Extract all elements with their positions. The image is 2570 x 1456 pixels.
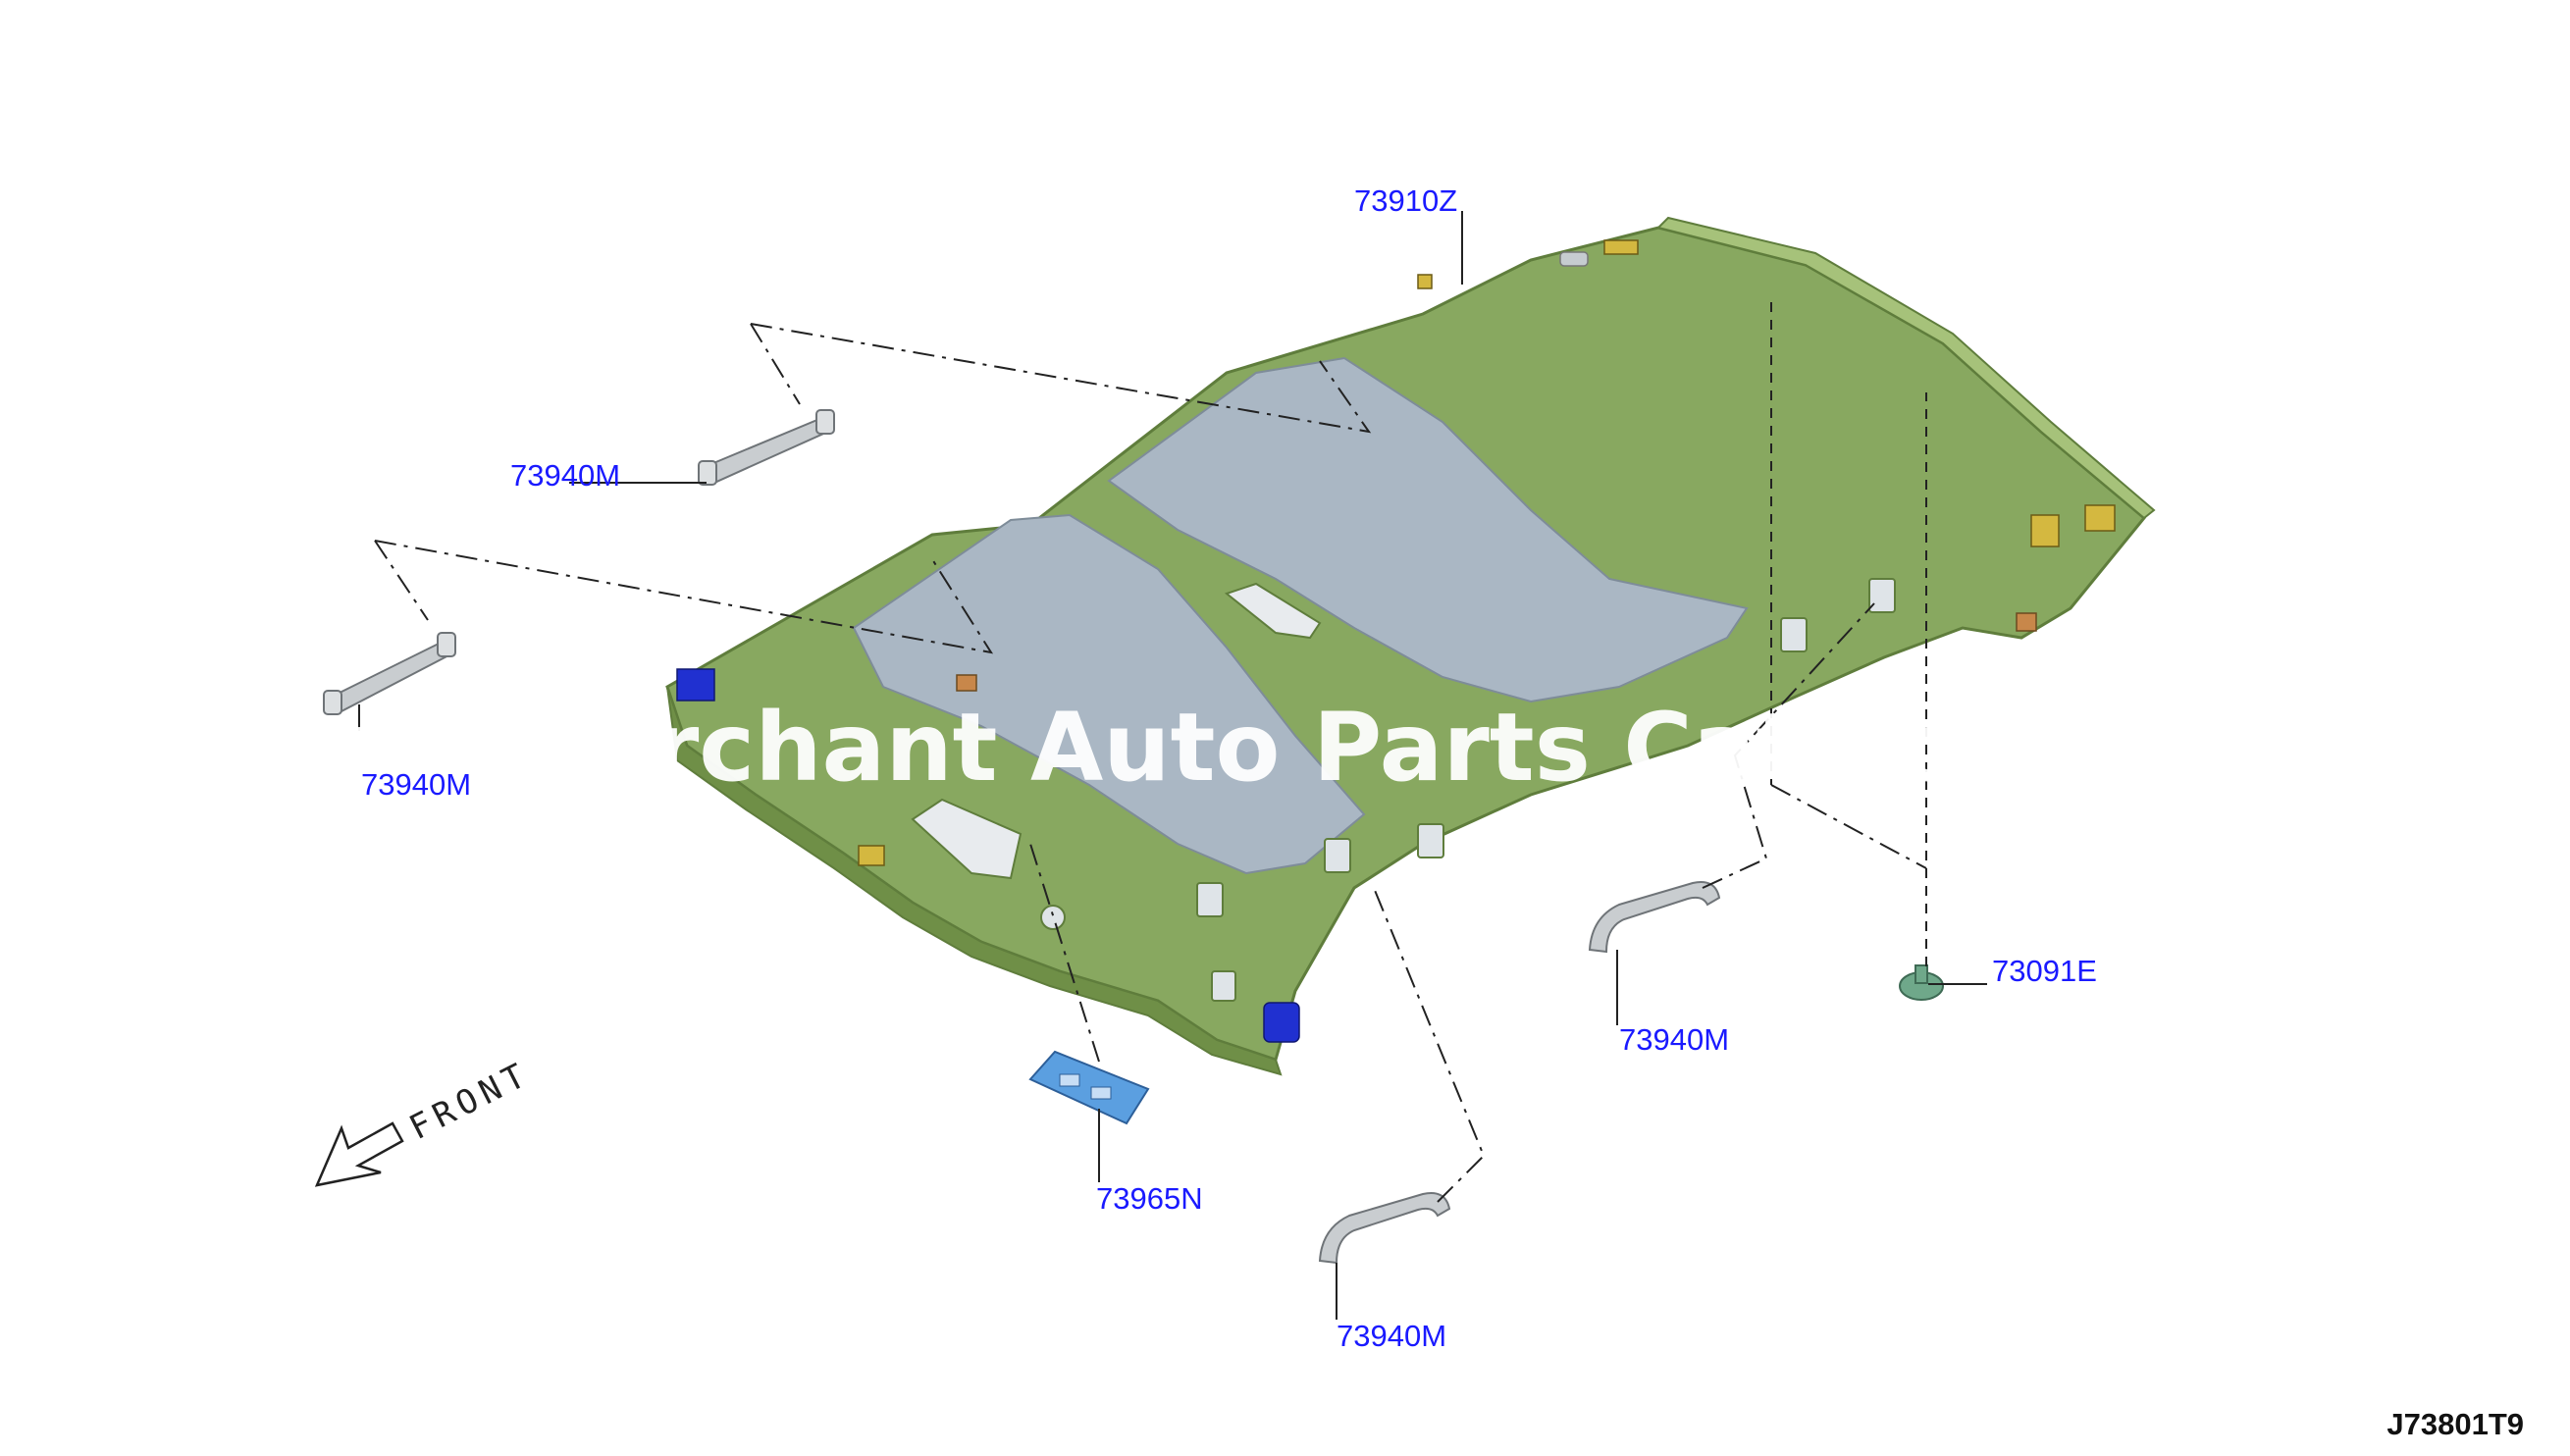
connector-yellow-4 — [1417, 274, 1433, 289]
drawing-code: J73801T9 — [2386, 1407, 2524, 1441]
dash-grip-front-left — [374, 540, 994, 654]
headlining[interactable] — [665, 216, 2156, 1076]
grip-recess-3 — [1417, 823, 1444, 858]
callout-grip-rear-right[interactable]: 73940M — [1619, 1022, 1729, 1057]
front-direction-indicator: FRONT — [314, 1054, 537, 1187]
connector-yellow-3 — [2084, 504, 2116, 532]
map-lamp-opening — [911, 798, 1023, 880]
connector-blue-1 — [676, 668, 715, 702]
dash-grip-front-left-b — [374, 540, 429, 621]
callout-clip[interactable]: 73091E — [1992, 954, 2097, 988]
grip-front-left-end-b — [437, 632, 456, 657]
holder-slot-b — [1090, 1086, 1112, 1100]
assist-grip-rear-right[interactable] — [1588, 881, 1721, 954]
grip-recess-5 — [1868, 578, 1896, 613]
grip-front-left-end-a — [323, 690, 342, 715]
callout-headlining[interactable]: 73910Z — [1354, 183, 1457, 218]
callout-grip-rear-left[interactable]: 73940M — [510, 458, 620, 493]
grip-recess-2 — [1324, 838, 1351, 873]
dash-clip-diagonal — [1770, 784, 1927, 869]
grip-rear-left-end-b — [815, 409, 835, 435]
connector-orange-1 — [2016, 612, 2037, 632]
dash-grip-rear-left — [750, 323, 1372, 434]
grip-rear-right-body — [1588, 881, 1721, 954]
clip-stem — [1914, 964, 1928, 984]
watermark: Nissan Merchant Auto Parts Catalog Partn… — [108, 693, 2461, 803]
assist-grip-front-right[interactable] — [1318, 1192, 1451, 1265]
callout-grip-front-left[interactable]: 73940M — [361, 767, 471, 802]
clip[interactable] — [1899, 964, 1944, 1001]
rear-roof-panel — [1107, 356, 1749, 703]
mounting-hole — [1040, 905, 1066, 930]
roof-center-slot — [1224, 582, 1322, 640]
grip-recess-1 — [1196, 882, 1224, 917]
dash-grip-rear-left-b — [750, 323, 801, 405]
grip-rear-left-body — [705, 415, 834, 485]
connector-orange-2 — [956, 674, 977, 692]
callout-grip-front-right[interactable]: 73940M — [1337, 1319, 1446, 1353]
grip-rear-left-end-a — [698, 460, 717, 486]
grip-recess-6 — [1211, 970, 1236, 1002]
grip-front-right-body — [1318, 1192, 1451, 1265]
holder-body — [1028, 1050, 1150, 1125]
holder[interactable] — [1028, 1050, 1150, 1125]
callout-holder[interactable]: 73965N — [1096, 1181, 1203, 1216]
assist-grip-front-left[interactable] — [323, 632, 456, 715]
connector-blue-2 — [1263, 1002, 1300, 1043]
grip-recess-4 — [1780, 617, 1808, 652]
assist-grip-rear-left[interactable] — [698, 409, 835, 486]
dash-grip-rear-right — [1702, 602, 1875, 889]
connector-yellow-5 — [1603, 239, 1639, 255]
dash-holder — [1029, 843, 1100, 1063]
leader-lines — [358, 211, 1987, 1320]
holder-slot-a — [1059, 1073, 1080, 1087]
front-arrow-icon — [314, 1121, 404, 1187]
headlining-rear-fold — [1656, 216, 2156, 520]
connector-gray-1 — [1559, 251, 1589, 267]
dash-grip-front-right — [1373, 887, 1486, 1203]
connector-yellow-1 — [858, 845, 885, 866]
headlining-side-fold — [666, 686, 1283, 1076]
front-label: FRONT — [403, 1054, 537, 1148]
connector-yellow-2 — [2030, 514, 2060, 547]
